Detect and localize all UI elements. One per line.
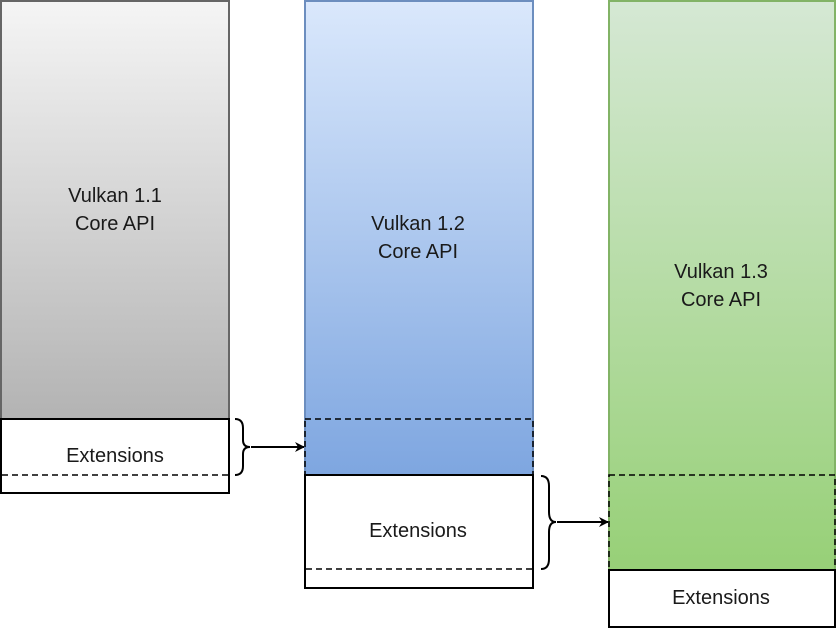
- vulkan-1-2-subtitle: Core API: [378, 241, 458, 263]
- curly-bracket-1: [234, 418, 251, 476]
- vulkan-1-1-core-box: [0, 0, 230, 420]
- vulkan-1-2-core-box: [304, 0, 534, 476]
- vulkan-1-1-title: Vulkan 1.1: [68, 185, 162, 207]
- vulkan-1-1-extensions-box: [0, 418, 230, 494]
- vulkan-1-3-group: Vulkan 1.3 Core API Extensions: [608, 0, 836, 628]
- vulkan-1-2-promoted-region: [304, 418, 534, 476]
- vulkan-1-2-group: Vulkan 1.2 Core API Extensions: [304, 0, 534, 589]
- promotion-connector-1: [234, 418, 305, 476]
- promotion-connector-2: [540, 475, 609, 570]
- vulkan-1-3-extensions-label: Extensions: [672, 587, 770, 609]
- vulkan-1-3-core-box: [608, 0, 836, 571]
- vulkan-1-3-subtitle: Core API: [681, 289, 761, 311]
- vulkan-1-2-extensions-label: Extensions: [369, 520, 467, 542]
- vulkan-1-1-extensions-label: Extensions: [66, 445, 164, 467]
- vulkan-1-1-subtitle: Core API: [75, 213, 155, 235]
- vulkan-1-3-title: Vulkan 1.3: [674, 261, 768, 283]
- curly-bracket-2: [540, 475, 557, 570]
- vulkan-1-3-extensions-box: [608, 569, 836, 628]
- vulkan-1-2-title: Vulkan 1.2: [371, 213, 465, 235]
- vulkan-1-1-group: Vulkan 1.1 Core API Extensions: [0, 0, 230, 494]
